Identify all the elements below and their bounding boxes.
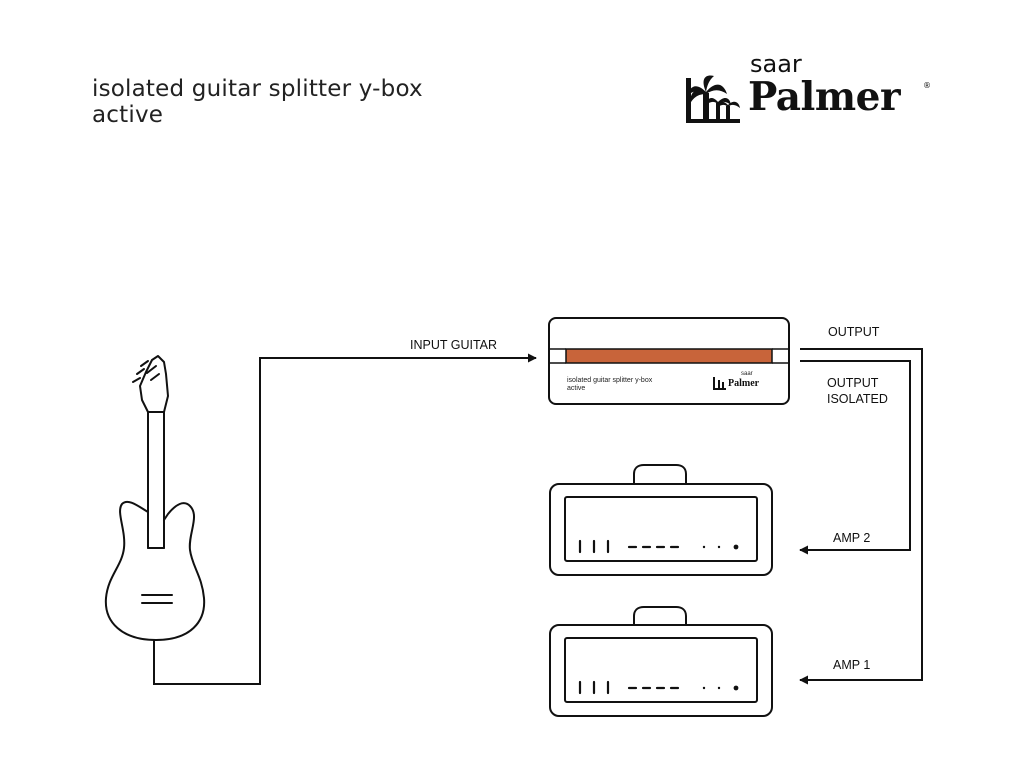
splitter-logo-palmer: Palmer: [728, 378, 760, 389]
electric-guitar-icon: [104, 355, 206, 641]
splitter-box-icon: [548, 317, 790, 405]
splitter-panel-line-1: isolated guitar splitter y-box: [567, 377, 653, 384]
splitter-panel-text: isolated guitar splitter y-box active: [567, 377, 652, 393]
logo-registered-mark: ®: [923, 81, 931, 90]
splitter-panel-line-2: active: [567, 385, 586, 392]
amplifier-1-icon: [549, 606, 773, 717]
label-input-guitar: INPUT GUITAR: [410, 338, 498, 352]
splitter-logo-saar: saar: [741, 371, 753, 377]
title-line-2: active: [92, 102, 164, 128]
splitter-logo-icon: [713, 377, 726, 390]
amplifier-2-icon: [549, 464, 773, 576]
label-output-isolated: OUTPUT ISOLATED: [827, 375, 888, 407]
cable-input-guitar: [153, 353, 537, 685]
logo-palmer-text: Palmer: [748, 74, 901, 120]
title-line-1: isolated guitar splitter y-box: [92, 76, 423, 102]
label-output-isolated-line-1: OUTPUT: [827, 376, 879, 390]
label-amp-1: AMP 1: [833, 658, 871, 672]
logo-saar-text: saar: [750, 50, 802, 78]
label-amp-2: AMP 2: [833, 531, 871, 545]
cable-output-isolated: [799, 360, 911, 555]
diagram-title: isolated guitar splitter y-box active: [92, 76, 423, 128]
label-output-isolated-line-2: ISOLATED: [827, 392, 888, 406]
cable-output: [799, 348, 923, 685]
label-output: OUTPUT: [828, 325, 880, 339]
